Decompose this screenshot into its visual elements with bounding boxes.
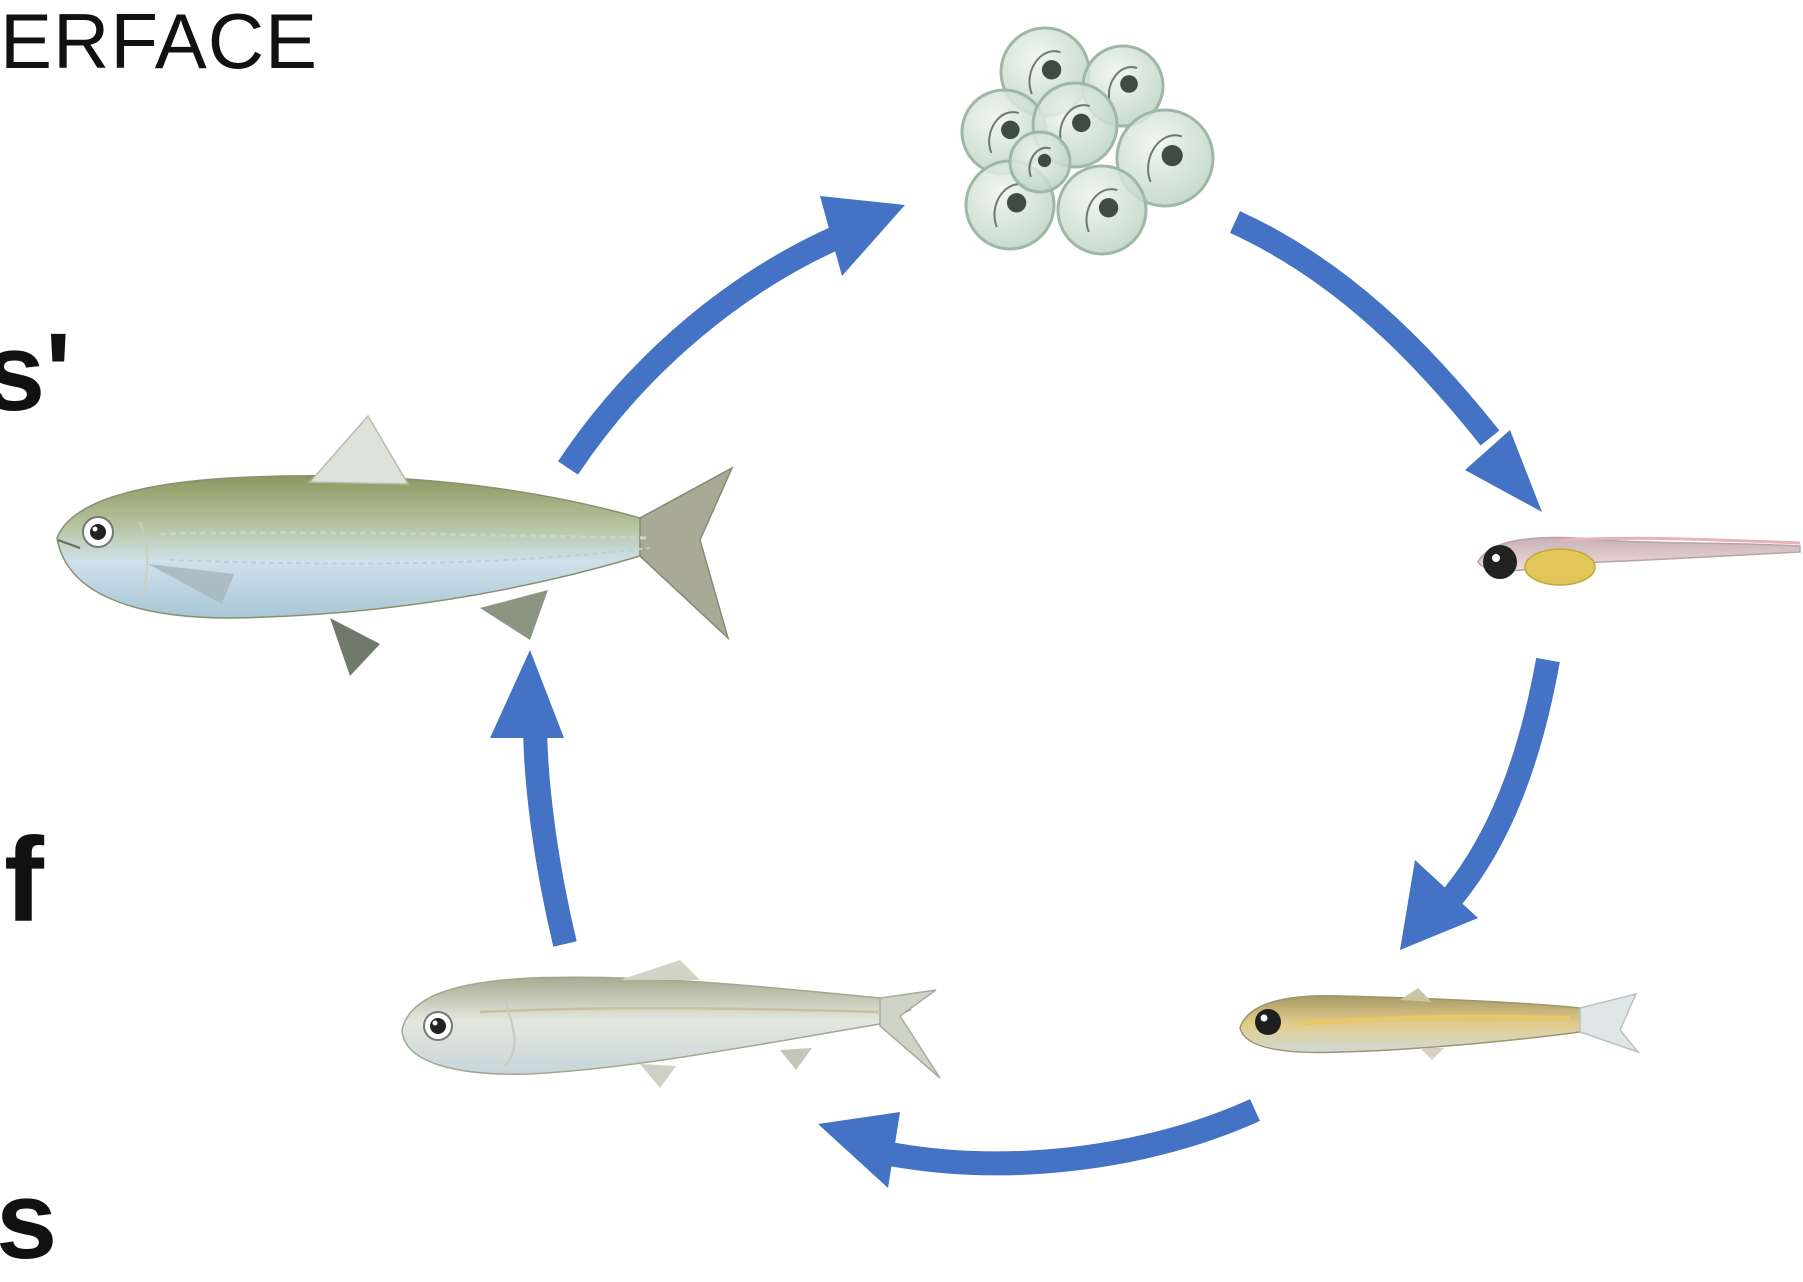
fish-eggs-cluster-icon xyxy=(962,28,1213,254)
yolk-sac-larva-icon xyxy=(1478,538,1800,585)
juvenile-fish-icon xyxy=(402,960,940,1088)
arrow-adult-to-eggs-head xyxy=(820,196,905,276)
arrow-eggs-to-larva-head xyxy=(1465,430,1542,512)
arrow-eggs-to-larva xyxy=(1235,222,1542,512)
arrow-fry-to-juvenile-head xyxy=(818,1112,900,1188)
adult-fish-icon xyxy=(57,416,732,676)
arrow-fry-to-juvenile xyxy=(818,1110,1255,1188)
fish-life-cycle-diagram xyxy=(0,0,1803,1208)
egg-8 xyxy=(1010,132,1070,192)
fry-fish-icon xyxy=(1240,988,1638,1060)
arrow-larva-to-fry xyxy=(1400,660,1548,950)
arrow-juvenile-to-adult-head xyxy=(490,650,564,738)
arrow-juvenile-to-adult xyxy=(490,650,565,944)
egg-7 xyxy=(1058,166,1146,254)
arrow-adult-to-eggs xyxy=(568,196,905,468)
